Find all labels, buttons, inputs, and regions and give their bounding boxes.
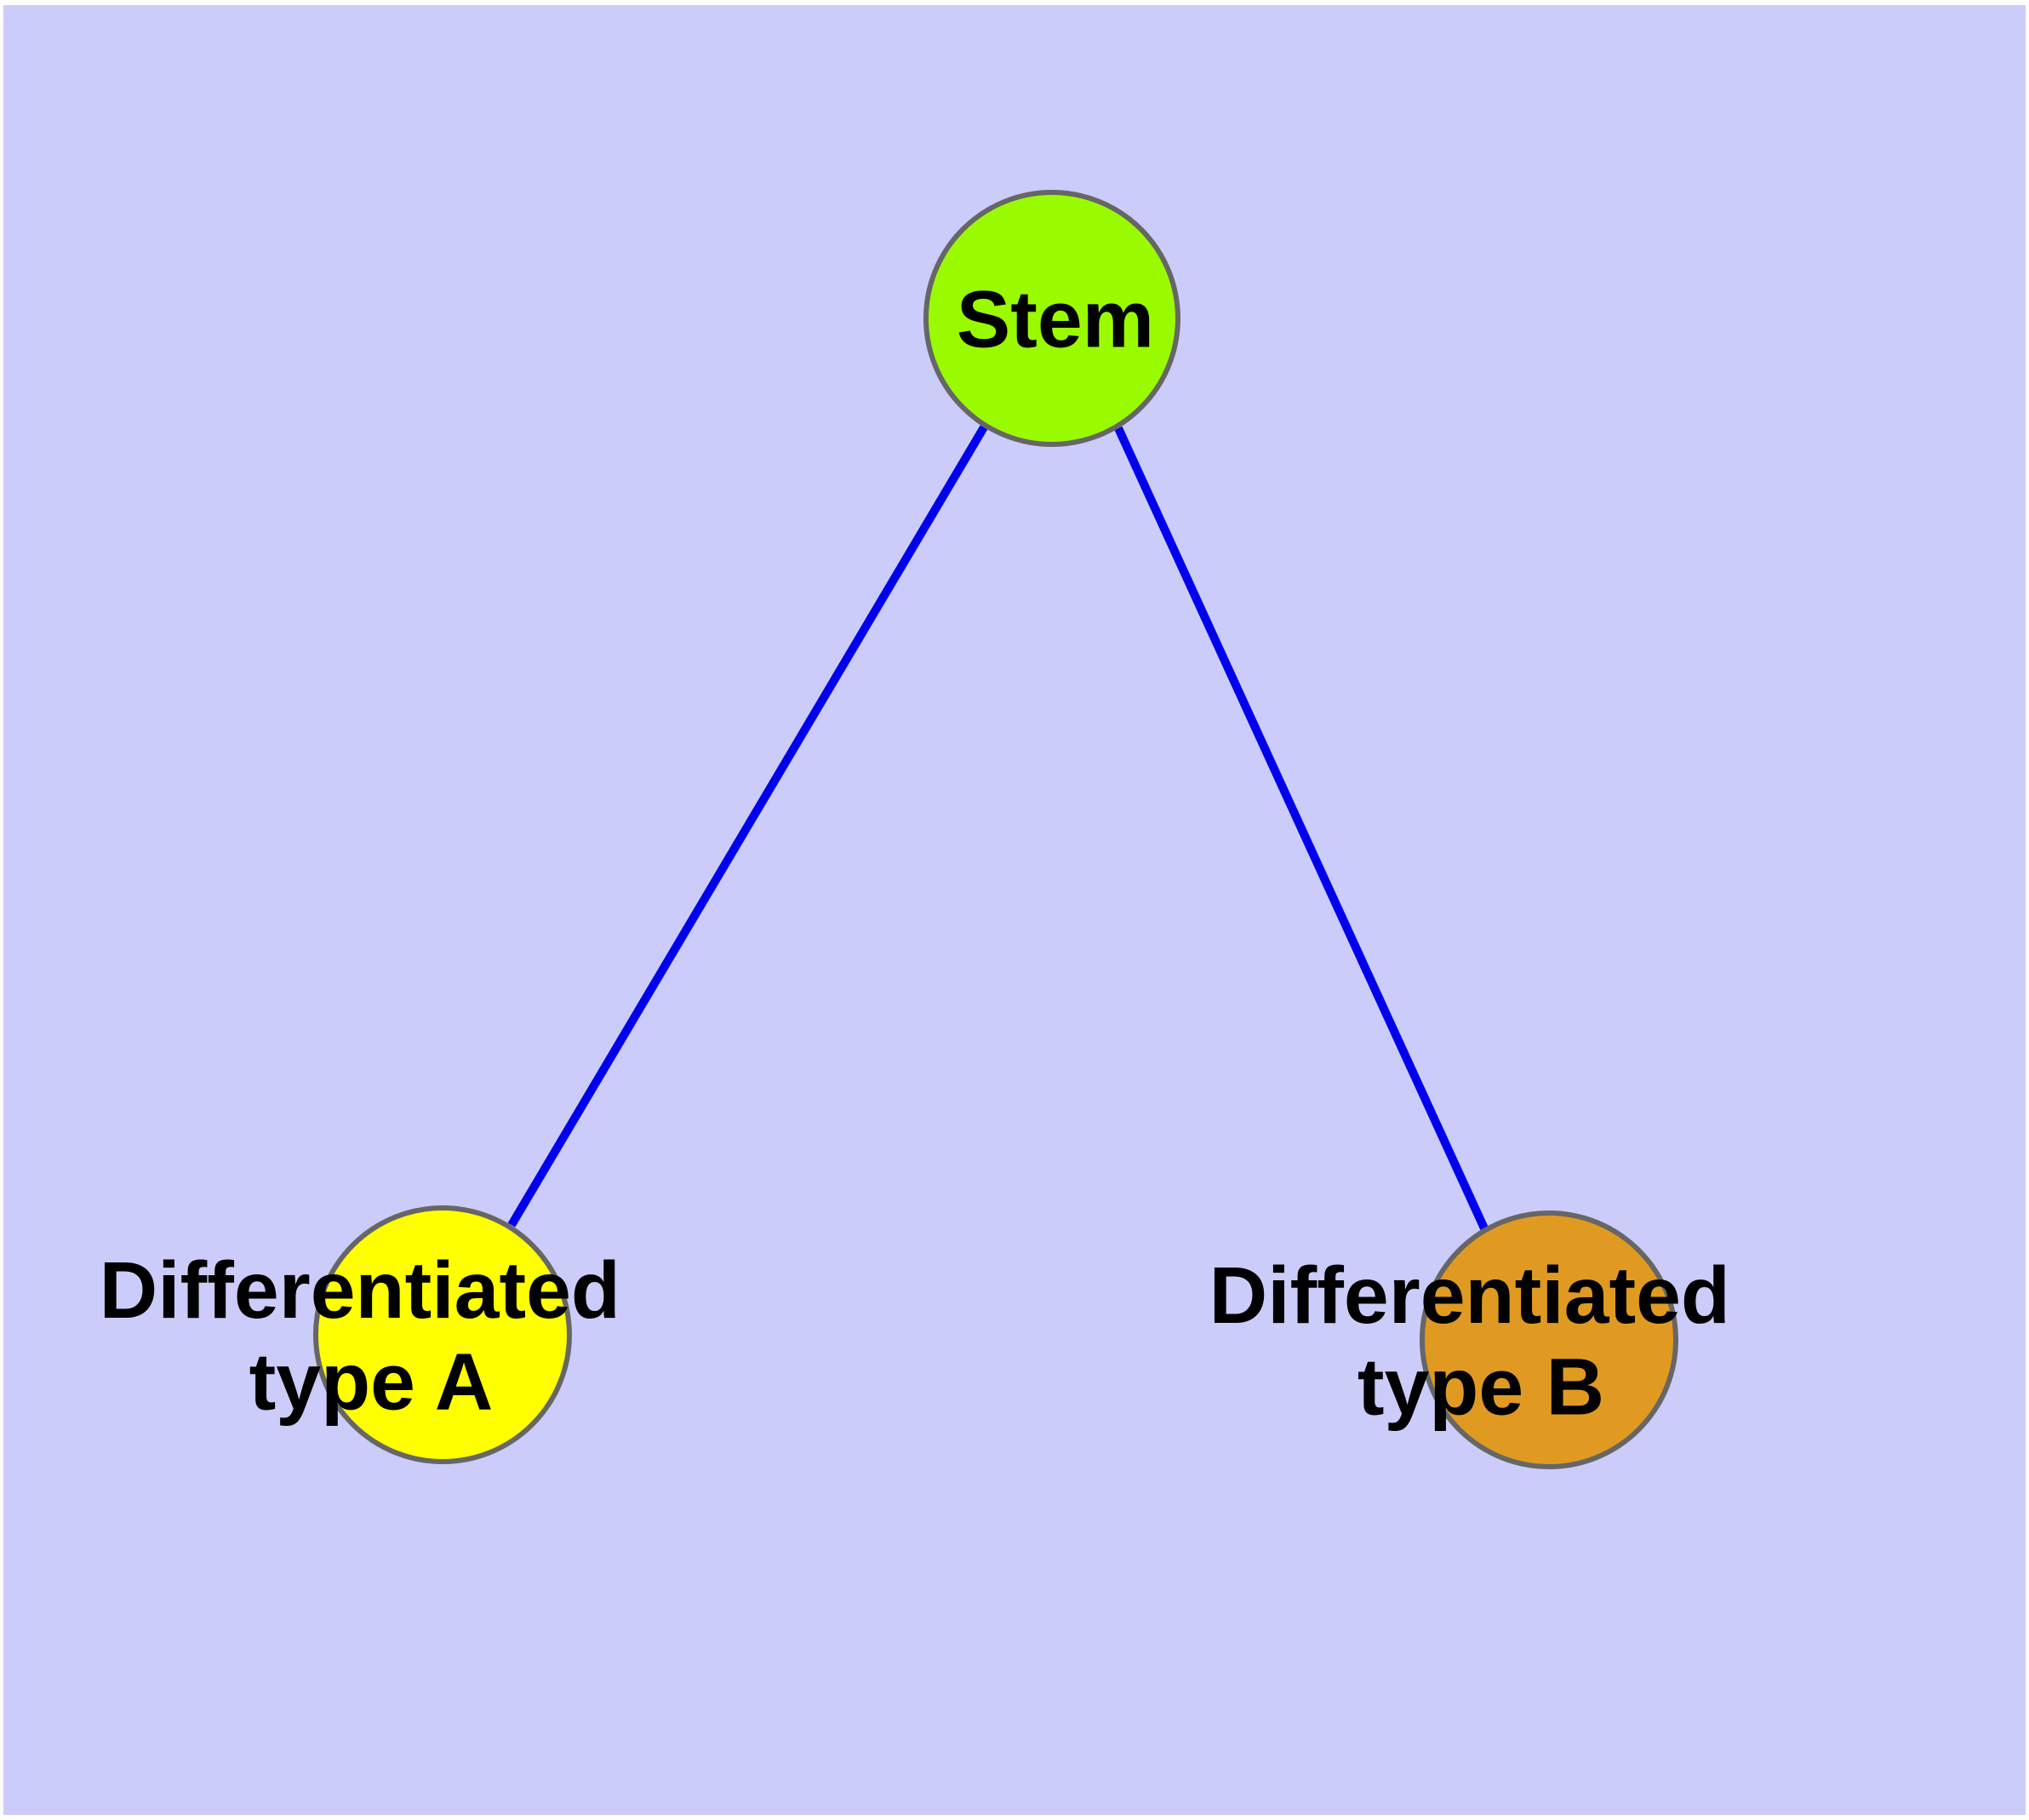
node-differentiated-type-b-circle[interactable] (1420, 1210, 1678, 1469)
node-stem-circle[interactable] (923, 190, 1180, 447)
node-differentiated-type-b-label-line2: type B (1357, 1342, 1604, 1432)
node-differentiated-type-a-label-line1: Differentiated (100, 1245, 620, 1336)
node-differentiated-type-b[interactable]: Differentiated type B (1209, 1210, 1753, 1469)
node-differentiated-type-a[interactable]: Differentiated type A (100, 1205, 643, 1464)
node-differentiated-type-a-label-line2: type A (249, 1336, 494, 1427)
node-stem[interactable]: Stem (923, 190, 1180, 447)
node-stem-label: Stem (957, 275, 1154, 365)
node-differentiated-type-b-label-line1: Differentiated (1209, 1251, 1730, 1341)
edge-stem-to-type-b[interactable] (1114, 426, 1489, 1231)
node-layer: Stem Differentiated type A Differentiate… (100, 190, 1753, 1469)
node-differentiated-type-b-label: Differentiated type B (1209, 1251, 1753, 1432)
node-differentiated-type-a-circle[interactable] (313, 1205, 572, 1464)
node-stem-label-line1: Stem (957, 275, 1154, 365)
edge-layer (507, 425, 1489, 1231)
edge-stem-to-type-a[interactable] (507, 425, 988, 1228)
node-differentiated-type-a-label: Differentiated type A (100, 1245, 643, 1427)
